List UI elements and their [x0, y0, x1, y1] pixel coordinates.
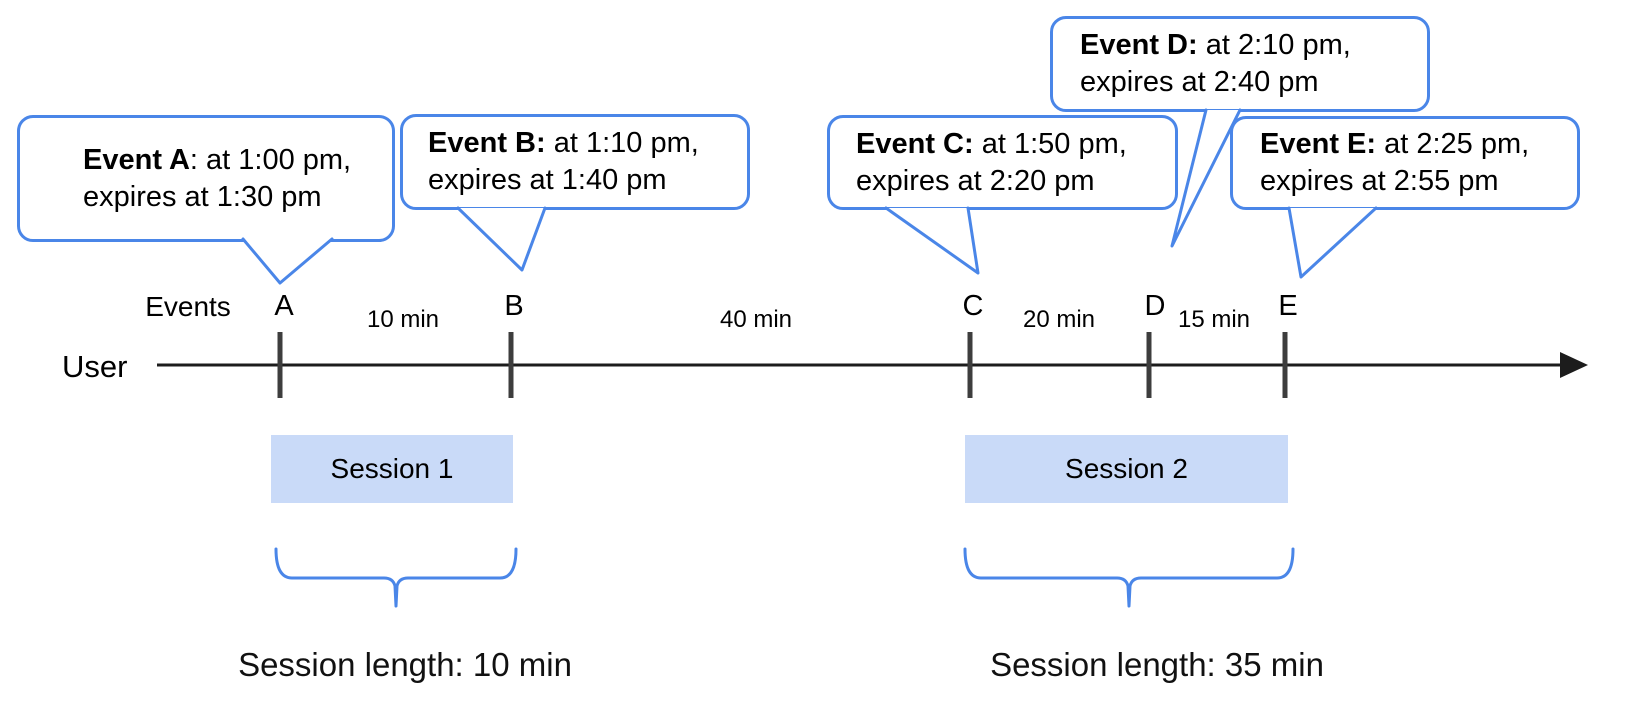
- bubble-a-title: Event A: [83, 143, 190, 176]
- bubble-c-expiry: expires at 2:20 pm: [856, 164, 1095, 197]
- session-2-label: Session 2: [1065, 453, 1188, 484]
- bubble-d-text: Event D: at 2:10 pm, expires at 2:40 pm: [1080, 27, 1427, 101]
- session-2-box: Session 2: [965, 435, 1288, 503]
- bubble-e-title: Event E:: [1260, 128, 1377, 160]
- speech-bubble-event-c: Event C: at 1:50 pm, expires at 2:20 pm: [827, 115, 1178, 210]
- bubble-a-text: Event A: at 1:00 pm, expires at 1:30 pm: [83, 142, 392, 216]
- session-2-brace: [963, 547, 1295, 608]
- speech-bubble-event-e: Event E: at 2:25 pm, expires at 2:55 pm: [1230, 116, 1580, 210]
- timeline-arrowhead-icon: [1560, 352, 1588, 378]
- bubble-e-expiry: expires at 2:55 pm: [1260, 165, 1499, 197]
- bubble-b-text: Event B: at 1:10 pm, expires at 1:40 pm: [428, 125, 747, 199]
- bubble-c-tail: [884, 206, 980, 275]
- tick-label-c: C: [962, 290, 984, 322]
- bubble-b-expiry: expires at 1:40 pm: [428, 164, 667, 196]
- tick-label-b: B: [504, 290, 524, 322]
- tick-label-d: D: [1144, 290, 1166, 322]
- tick-mark-a: [277, 332, 283, 398]
- bubble-a-time: : at 1:00 pm,: [189, 143, 352, 176]
- speech-bubble-event-d: Event D: at 2:10 pm, expires at 2:40 pm: [1050, 16, 1430, 112]
- gap-duration-c-d: 20 min: [1022, 306, 1096, 333]
- bubble-d-title: Event D:: [1080, 29, 1198, 61]
- tick-mark-d: [1146, 332, 1152, 398]
- bubble-c-time: at 1:50 pm,: [973, 127, 1127, 160]
- session-1-length-caption: Session length: 10 min: [238, 646, 572, 683]
- bubble-e-text: Event E: at 2:25 pm, expires at 2:55 pm: [1260, 126, 1577, 200]
- tick-mark-b: [508, 332, 514, 398]
- speech-bubble-event-b: Event B: at 1:10 pm, expires at 1:40 pm: [400, 114, 750, 210]
- bubble-e-time: at 2:25 pm,: [1376, 128, 1530, 160]
- session-1-label: Session 1: [330, 453, 454, 484]
- bubble-d-expiry: expires at 2:40 pm: [1080, 66, 1319, 98]
- session-1-brace: [274, 547, 518, 608]
- bubble-c-text: Event C: at 1:50 pm, expires at 2:20 pm: [856, 126, 1175, 200]
- bubble-b-tail: [456, 206, 547, 272]
- tick-label-a: A: [274, 290, 294, 322]
- bubble-d-time: at 2:10 pm,: [1197, 29, 1351, 61]
- bubble-e-tail: [1287, 206, 1378, 279]
- session-1-box: Session 1: [271, 435, 513, 503]
- bubble-a-tail: [241, 237, 334, 285]
- events-axis-label: Events: [145, 291, 231, 322]
- user-row-label: User: [62, 349, 128, 384]
- bubble-b-title: Event B:: [428, 127, 546, 159]
- speech-bubble-event-a: Event A: at 1:00 pm, expires at 1:30 pm: [17, 115, 395, 242]
- gap-duration-d-e: 15 min: [1177, 306, 1251, 333]
- gap-duration-a-b: 10 min: [366, 306, 440, 333]
- gap-duration-b-c: 40 min: [719, 306, 793, 333]
- tick-mark-c: [967, 332, 973, 398]
- tick-label-e: E: [1278, 290, 1298, 322]
- session-2-length-caption: Session length: 35 min: [990, 646, 1324, 683]
- bubble-a-expiry: expires at 1:30 pm: [83, 180, 322, 213]
- bubble-b-time: at 1:10 pm,: [545, 127, 699, 159]
- tick-mark-e: [1282, 332, 1288, 398]
- bubble-c-title: Event C:: [856, 127, 974, 160]
